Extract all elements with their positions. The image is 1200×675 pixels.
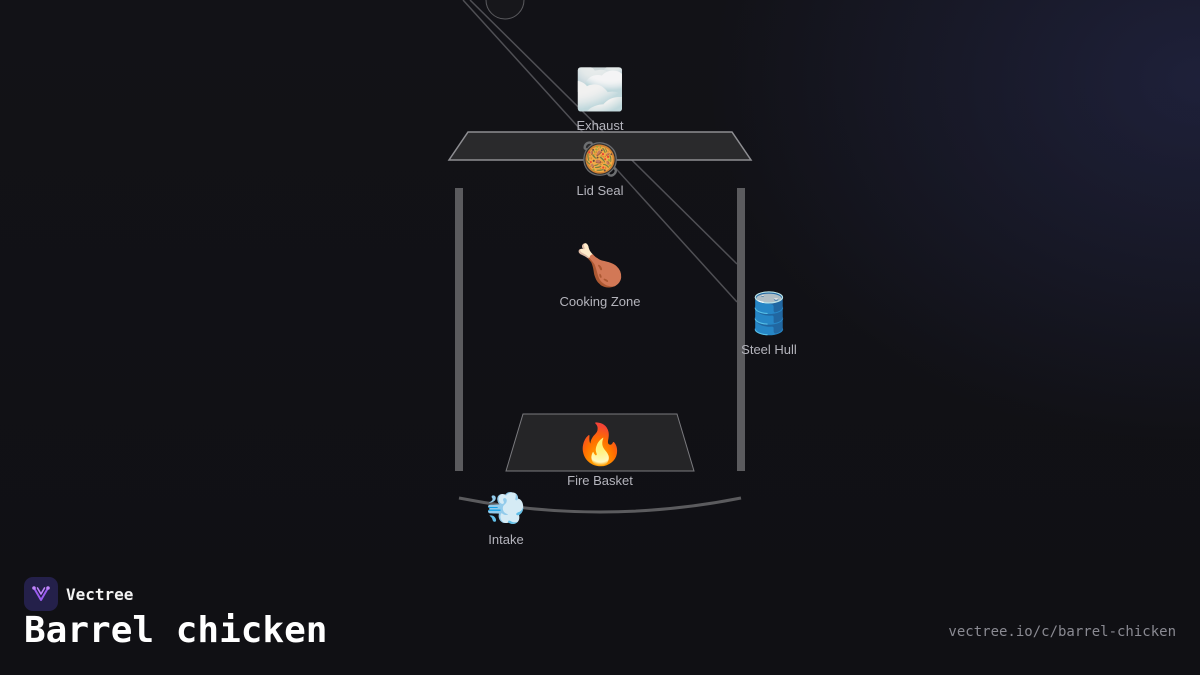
node-label: Fire Basket [567, 473, 633, 488]
fire-icon: 🔥 [575, 423, 625, 467]
fire-basket-shape [505, 413, 695, 472]
node-label: Exhaust [576, 118, 624, 133]
brand-name: Vectree [66, 584, 134, 604]
node-label: Cooking Zone [559, 294, 641, 309]
node-label: Intake [488, 532, 524, 547]
lid-shape [447, 131, 753, 161]
node-fire-basket: 🔥 Fire Basket [520, 421, 680, 488]
node-label: Steel Hull [741, 342, 797, 357]
top-node-circle [485, 0, 525, 20]
page-title: Barrel chicken [24, 610, 328, 651]
right-wall [737, 188, 745, 471]
node-label: Lid Seal [576, 183, 624, 198]
dash-wind-icon: 💨 [486, 490, 526, 526]
paella-pan-icon: 🥘 [580, 141, 620, 177]
oil-drum-icon: 🛢️ [744, 292, 794, 336]
node-exhaust: 🌫️ Exhaust [520, 66, 680, 133]
vectree-logo-icon [24, 577, 58, 611]
fog-icon: 🌫️ [575, 68, 625, 112]
left-wall [455, 188, 463, 471]
page-url[interactable]: vectree.io/c/barrel-chicken [948, 624, 1176, 640]
brand: Vectree [24, 577, 133, 611]
base-curve [458, 496, 742, 514]
poultry-leg-icon: 🍗 [575, 244, 625, 288]
node-steel-hull: 🛢️ Steel Hull [689, 290, 849, 357]
node-cooking-zone: 🍗 Cooking Zone [520, 242, 680, 309]
node-intake: 💨 Intake [426, 488, 586, 547]
node-lid-seal: 🥘 Lid Seal [520, 139, 680, 198]
